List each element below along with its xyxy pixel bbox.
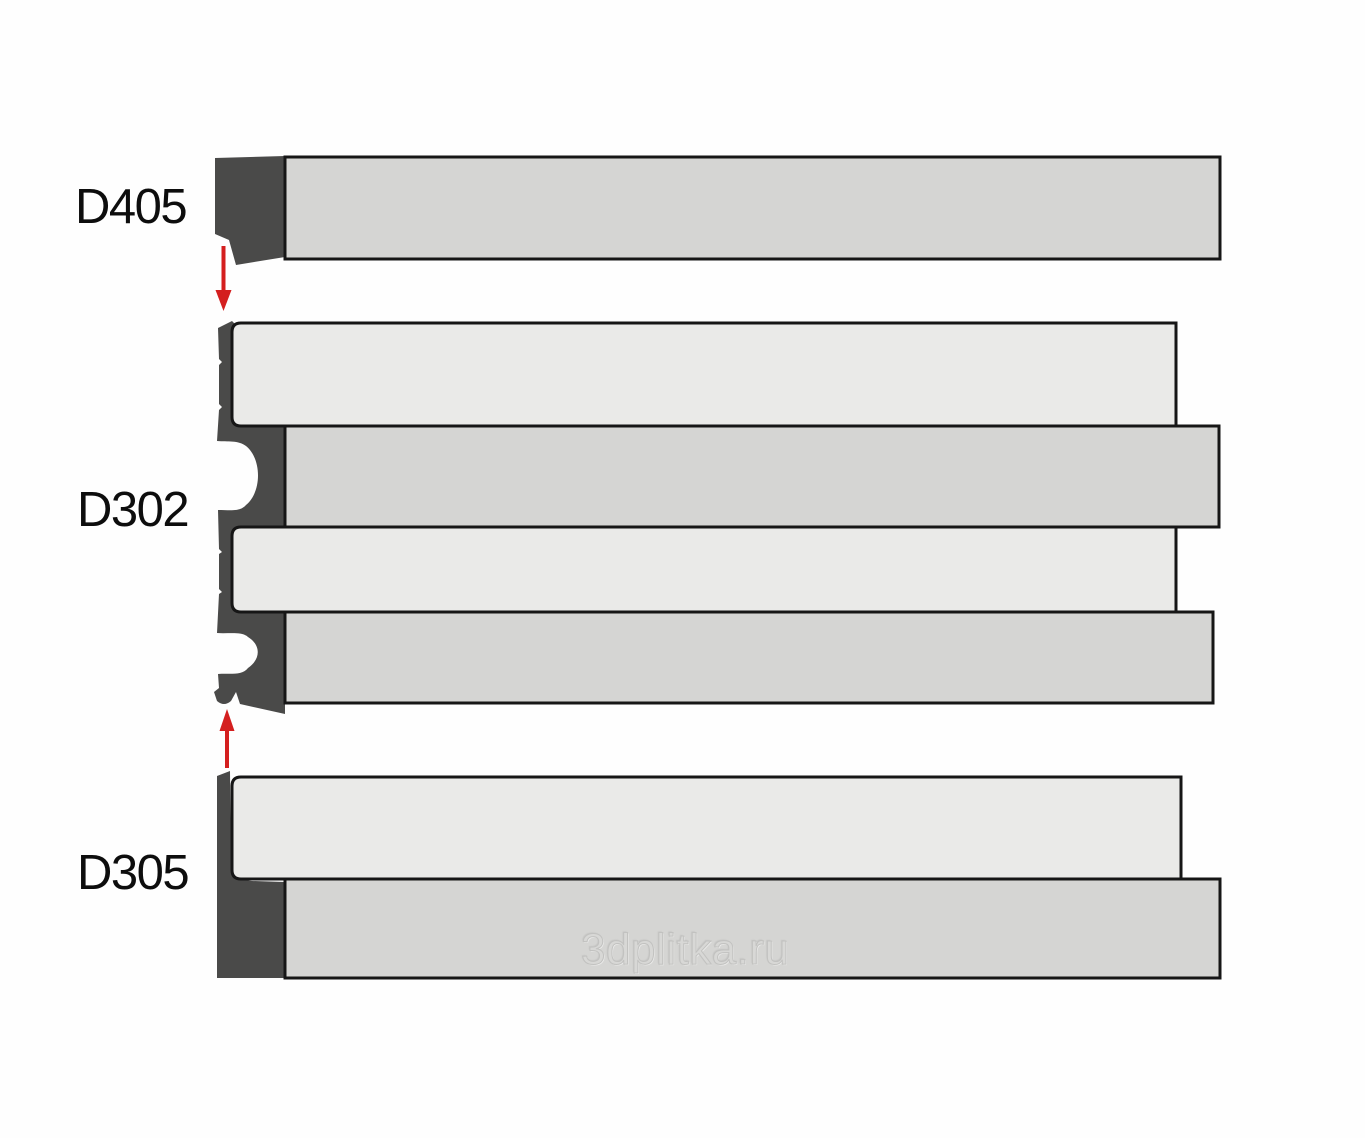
arrow-down-icon [215, 246, 232, 311]
arrow-up-icon [219, 709, 235, 768]
d302-panel-1 [230, 321, 1178, 428]
d305-profile-shape [217, 771, 285, 978]
d302-panel-4 [283, 610, 1215, 705]
d405-profile-shape [215, 156, 285, 265]
section-label-d405: D405 [75, 180, 188, 234]
section-label-d305: D305 [77, 846, 190, 900]
d302-panel-3 [230, 525, 1178, 614]
d305-panel-1 [230, 775, 1183, 881]
section-label-d302: D302 [77, 483, 190, 537]
d305-panel-2 [283, 877, 1222, 980]
d302-panel-2 [283, 424, 1221, 529]
watermark-text: 3dplitka.ru [581, 925, 790, 974]
d405-panel [283, 155, 1222, 261]
